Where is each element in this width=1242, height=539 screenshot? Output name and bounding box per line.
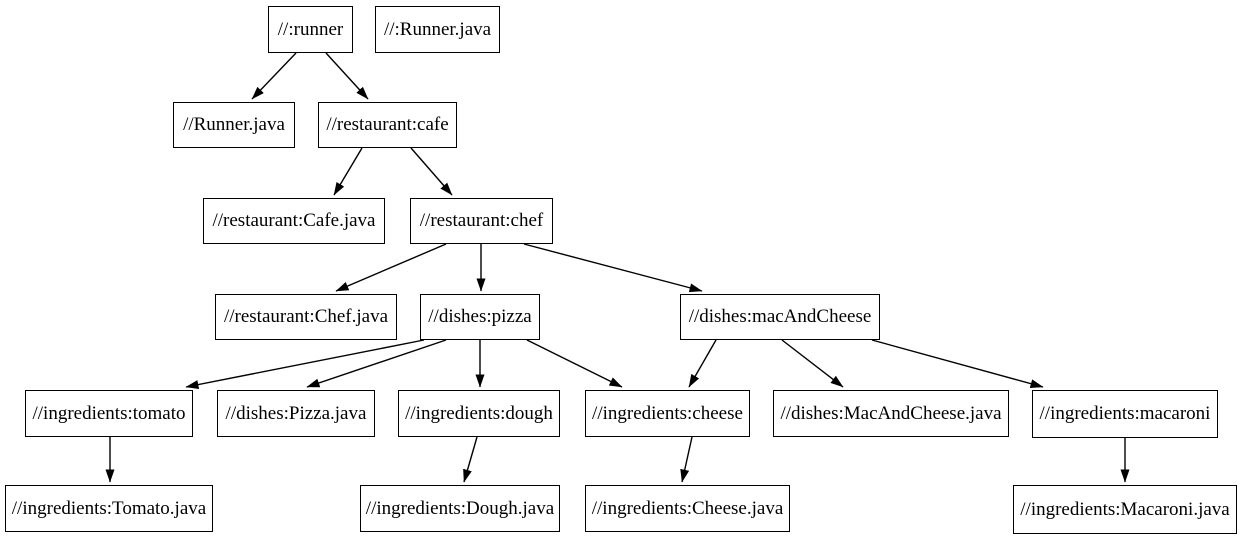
node-pizza: //dishes:pizza [420,294,540,340]
node-runner-java: //Runner.java [173,102,295,148]
node-dough-java: //ingredients:Dough.java [360,485,560,532]
node-cafe: //restaurant:cafe [318,102,457,148]
node-mac-and-cheese: //dishes:macAndCheese [680,294,880,340]
node-runner-java-top: //:Runner.java [375,6,500,53]
node-dough: //ingredients:dough [398,390,560,437]
node-pizza-java: //dishes:Pizza.java [217,390,375,437]
edge-mac-and-cheese-to-cheese [688,339,717,388]
edge-chef-to-chef-java [335,243,447,292]
node-chef: //restaurant:chef [410,198,553,244]
edge-mac-and-cheese-to-mac-and-cheese-java [781,339,844,388]
edge-cafe-to-chef [410,147,453,196]
node-mac-and-cheese-java: //dishes:MacAndCheese.java [773,390,1009,437]
edge-mac-and-cheese-to-macaroni [871,339,1044,389]
edge-pizza-to-tomato [185,339,425,389]
edge-chef-to-mac-and-cheese [523,243,703,293]
edge-runner-to-cafe [325,52,369,100]
node-cheese-java: //ingredients:Cheese.java [585,485,790,532]
node-macaroni: //ingredients:macaroni [1032,390,1218,438]
edge-pizza-to-pizza-java [306,339,447,388]
edge-cheese-to-cheese-java [680,436,693,483]
node-tomato-java: //ingredients:Tomato.java [5,485,213,532]
node-cafe-java: //restaurant:Cafe.java [203,198,385,244]
edge-dough-to-dough-java [463,436,478,483]
edge-runner-to-runner-java [251,52,297,100]
node-cheese: //ingredients:cheese [585,390,750,437]
node-chef-java: //restaurant:Chef.java [215,294,397,340]
node-macaroni-java: //ingredients:Macaroni.java [1013,485,1237,534]
edge-cafe-to-cafe-java [333,147,363,196]
node-runner: //:runner [268,6,353,53]
edge-pizza-to-cheese [526,339,623,388]
node-tomato: //ingredients:tomato [25,390,193,437]
